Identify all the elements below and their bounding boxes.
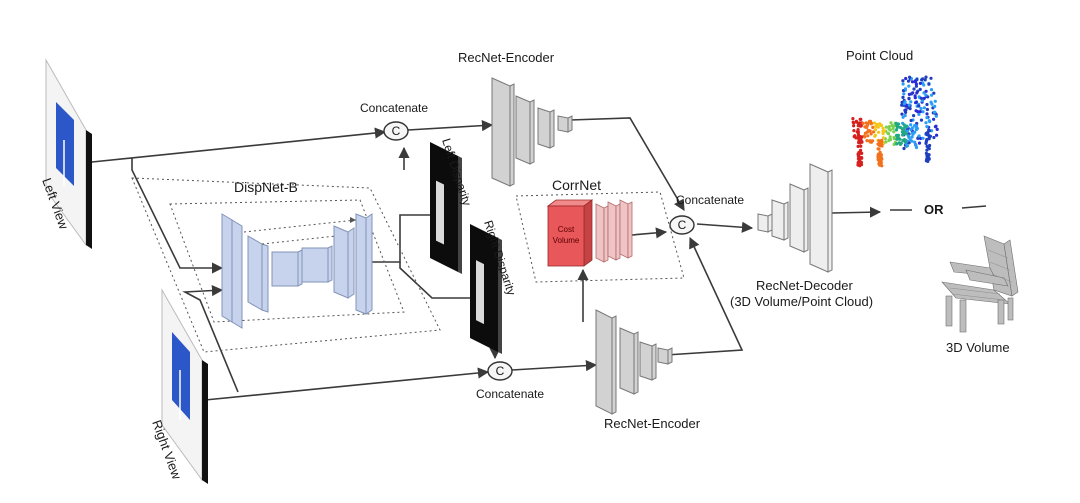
recnet-encoder-top-label: RecNet-Encoder bbox=[458, 50, 555, 65]
wire-encoder-top-to-concat bbox=[569, 117, 685, 211]
corrnet-group: Cost Volume bbox=[515, 191, 685, 283]
or-label: OR bbox=[924, 202, 944, 217]
concat-label-bottom: Concatenate bbox=[476, 387, 544, 401]
left-view-blue bbox=[56, 102, 74, 186]
right-view-blue bbox=[172, 332, 190, 420]
wire-corr-to-concat bbox=[631, 227, 668, 239]
corrnet-label: CorrNet bbox=[552, 177, 601, 193]
wire-dash-2 bbox=[961, 205, 987, 209]
concat-symbol-top: C bbox=[392, 124, 401, 138]
dispnet-group bbox=[131, 177, 441, 353]
wire-dispnet-to-right-disp bbox=[399, 262, 475, 299]
dispnet-label: DispNet-B bbox=[234, 179, 298, 195]
concat-node-right: C bbox=[669, 215, 695, 235]
wire-right-to-dispnet bbox=[182, 284, 239, 393]
dispnet-skip-1 bbox=[243, 219, 357, 233]
recnet-encoder-top bbox=[491, 77, 573, 187]
wire-concat-to-encoder-top bbox=[407, 120, 494, 132]
concat-symbol-bottom: C bbox=[496, 364, 505, 378]
wire-left-to-concat bbox=[91, 127, 387, 163]
wire-concat-to-encoder-bottom bbox=[511, 360, 598, 372]
dispnet-outer-frame bbox=[131, 177, 441, 353]
recnet-encoder-bottom bbox=[595, 309, 673, 415]
wire-concat-to-decoder bbox=[696, 221, 754, 233]
left-view-image bbox=[45, 58, 92, 249]
corrnet-frame bbox=[515, 191, 685, 283]
dispnet-inner-frame bbox=[169, 199, 405, 323]
point-cloud-visual bbox=[851, 75, 939, 168]
concat-node-bottom: C bbox=[487, 361, 513, 381]
wire-decoder-to-output bbox=[831, 206, 882, 218]
right-view-image bbox=[161, 288, 208, 484]
dispnet-skip-2 bbox=[261, 235, 337, 245]
recnet-decoder-label-1: RecNet-Decoder bbox=[756, 278, 853, 293]
recnet-decoder-label-2: (3D Volume/Point Cloud) bbox=[730, 294, 873, 309]
corrnet-layers bbox=[595, 199, 633, 263]
concat-label-right: Concatenate bbox=[676, 193, 744, 207]
cost-volume-cube: Cost Volume bbox=[546, 199, 594, 267]
wire-dispnet-to-left-disp bbox=[370, 214, 432, 263]
point-cloud-label: Point Cloud bbox=[846, 48, 913, 63]
recnet-decoder bbox=[757, 163, 833, 273]
volume-3d-label: 3D Volume bbox=[946, 340, 1010, 355]
right-disparity-map bbox=[470, 224, 502, 354]
concat-label-top: Concatenate bbox=[360, 101, 428, 115]
wire-encoder-bottom-to-concat bbox=[665, 236, 744, 356]
recnet-encoder-bottom-label: RecNet-Encoder bbox=[604, 416, 701, 431]
concat-symbol-right: C bbox=[678, 218, 687, 232]
wire-right-to-concat bbox=[204, 367, 490, 401]
volume-3d-visual bbox=[941, 235, 1019, 333]
connection-wires bbox=[91, 117, 987, 401]
cost-volume-label-1: Cost bbox=[558, 225, 575, 234]
wire-left-to-dispnet bbox=[131, 158, 224, 274]
left-disparity-map bbox=[430, 142, 462, 274]
concat-node-top: C bbox=[383, 121, 409, 141]
cost-volume-label-2: Volume bbox=[553, 236, 580, 245]
